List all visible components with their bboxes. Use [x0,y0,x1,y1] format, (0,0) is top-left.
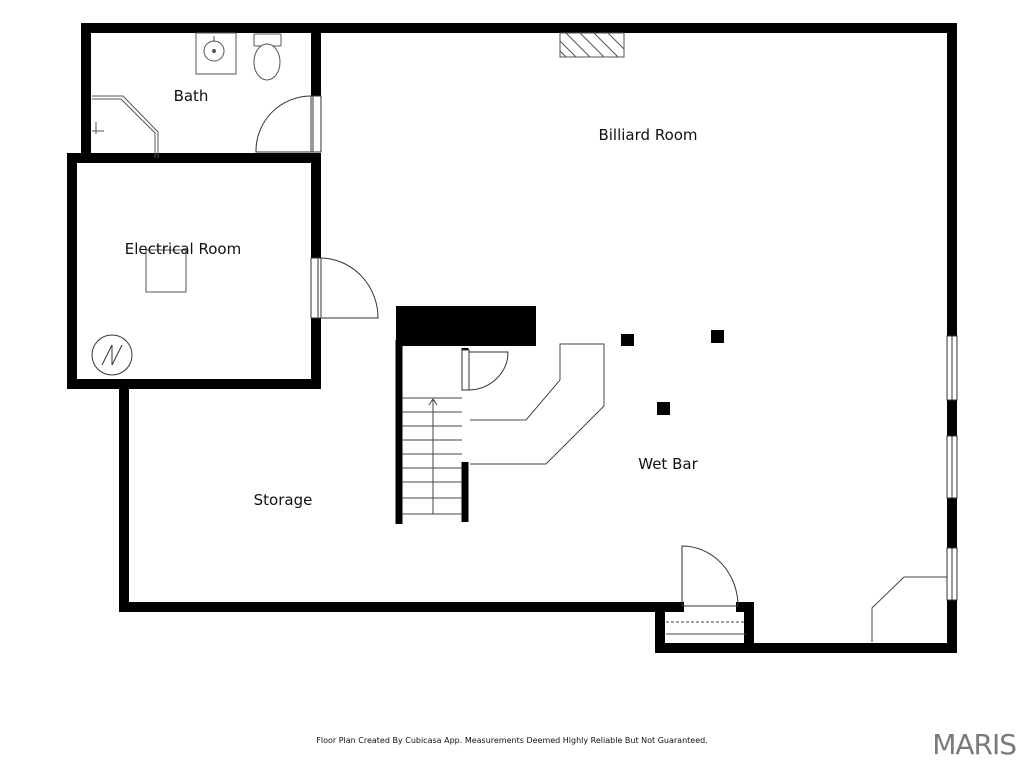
shower-icon [92,95,159,158]
sink-icon [195,32,237,75]
room-label-wet-bar: Wet Bar [638,455,698,473]
room-label-bath: Bath [174,87,209,105]
support-post [711,330,724,343]
support-posts [621,330,724,415]
room-label-electrical-room: Electrical Room [125,240,241,258]
toilet-icon [253,33,282,81]
electrical-panel [145,249,187,293]
floor-plan-credit: Floor Plan Created By Cubicasa App. Meas… [316,736,708,745]
water-heater-icon [91,334,133,376]
walls [67,23,957,653]
electrical-door [320,257,379,319]
wet-bar-counter [470,343,605,465]
door-jamb [310,257,322,319]
support-post [657,402,670,415]
corner-cabinet [871,576,947,642]
alcove-door [681,545,739,607]
staircase[interactable] [402,397,462,515]
bath-door [255,95,312,153]
door-jamb [310,95,322,153]
support-post [621,334,634,346]
fireplace-icon [559,32,625,58]
stair-direction-arrow-icon [428,398,438,406]
alcove-steps [666,621,746,635]
stair-door [468,351,509,391]
windows [946,335,958,601]
room-label-storage: Storage [254,491,313,509]
stair-header-wall [396,306,536,346]
maris-logo: MARIS [932,728,1017,761]
door-jamb [461,349,470,391]
room-label-billiard-room: Billiard Room [598,126,697,144]
doors [255,95,739,607]
